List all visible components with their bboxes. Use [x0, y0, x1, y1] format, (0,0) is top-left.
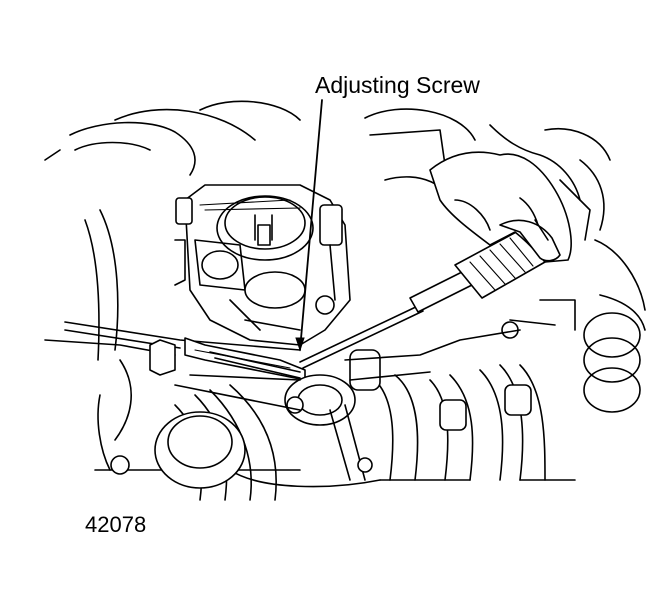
hoses: [97, 329, 546, 501]
hand-icon: [429, 124, 581, 263]
adjusting-screw-label: Adjusting Screw: [315, 72, 480, 98]
callout-leader: [295, 99, 323, 352]
linkage: [44, 321, 356, 426]
screwdriver-icon: [299, 229, 546, 369]
carburetor-icon: [174, 184, 351, 346]
figure-number: 42078: [85, 512, 147, 537]
